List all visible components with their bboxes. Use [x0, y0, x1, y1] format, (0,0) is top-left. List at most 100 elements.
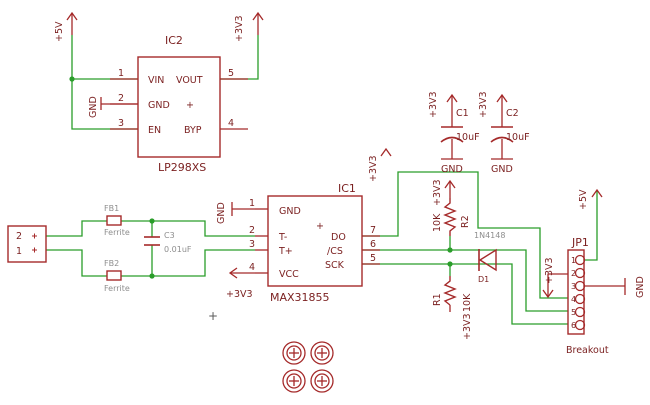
- ic2-value: LP298XS: [158, 161, 206, 174]
- c1-plate-bot: [440, 136, 464, 143]
- ic1-pin5-num: 5: [370, 253, 376, 264]
- ic1-pin3-name: T+: [278, 246, 293, 257]
- ic2-pin5-num: 5: [228, 68, 234, 79]
- fb2-body: [106, 270, 122, 281]
- d1-value: 1N4148: [474, 231, 505, 240]
- r2-name: R2: [460, 215, 471, 228]
- jp1-pin-pad: [574, 267, 586, 279]
- capacitor-c2[interactable]: C2 10uF: [490, 108, 530, 143]
- connector-pin-marks: [32, 233, 37, 253]
- ic1-pin5-name: SCK: [325, 260, 345, 271]
- ic2-regulator[interactable]: IC2 LP298XS 1 2 3 5 4 VIN VOUT GND + EN …: [110, 34, 248, 174]
- ic2-pin4-name: BYP: [184, 125, 202, 136]
- label-gnd-c2: GND: [491, 164, 513, 175]
- wire-jp1-5v: [584, 190, 598, 261]
- jp1-pin-number: 1: [571, 256, 576, 265]
- ic2-pin4-num: 4: [228, 118, 234, 129]
- wires: [46, 35, 598, 325]
- jp1-name: JP1: [571, 236, 589, 249]
- origin-cross: +: [208, 309, 218, 323]
- ic1-body: [267, 195, 363, 287]
- jp1-pin-pad: [574, 293, 586, 305]
- c3-name: C3: [164, 231, 175, 240]
- ic1-max31855[interactable]: IC1 MAX31855 1 2 3 4 7 6 5 GND + T- T+ V…: [249, 182, 380, 304]
- jp1-pin[interactable]: 4: [571, 293, 586, 305]
- junction-fb2: [149, 273, 155, 279]
- ic1-plus: +: [316, 221, 324, 232]
- jp1-pin[interactable]: 2: [571, 267, 586, 279]
- resistor-r2[interactable]: R2 10K: [432, 198, 471, 236]
- ic1-pin6-name: /CS: [327, 246, 343, 257]
- c2-plate-bot: [490, 136, 514, 143]
- label-3v3-r2: +3V3: [432, 179, 443, 206]
- ic1-name: IC1: [338, 182, 356, 195]
- ic1-pin2-name: T-: [278, 232, 287, 243]
- label-3v3-do: +3V3: [368, 155, 379, 182]
- c1-value: 10uF: [456, 132, 480, 143]
- ic2-pin-lines: [110, 78, 248, 130]
- ic1-pin-lines: [255, 208, 380, 274]
- jp1-pin-number: 5: [571, 308, 576, 317]
- diode-d1[interactable]: 1N4148 D1: [474, 231, 505, 284]
- jp1-pin-pad: [574, 280, 586, 292]
- ic2-plus: +: [186, 100, 194, 111]
- fb1-body: [106, 215, 122, 226]
- d1-name: D1: [478, 275, 489, 284]
- wire-sck: [362, 263, 568, 325]
- r2-zigzag: [443, 198, 457, 236]
- wire-fb2-t+: [121, 249, 255, 277]
- junctions: [69, 76, 453, 279]
- capacitor-c1[interactable]: C1 10uF: [440, 108, 480, 143]
- wire-conn2-fb1: [46, 220, 107, 237]
- ic2-pin2-num: 2: [118, 93, 124, 104]
- jp1-pin-number: 2: [571, 269, 576, 278]
- label-3v3-c2: +3V3: [478, 91, 489, 118]
- ic1-pin3-num: 3: [249, 239, 255, 250]
- thermocouple-connector[interactable]: 2 1: [7, 225, 47, 263]
- jp1-pin-pad: [574, 306, 586, 318]
- ic2-pin1-num: 1: [118, 68, 124, 79]
- ic1-pin4-name: VCC: [279, 269, 299, 280]
- ic2-pin3-name: EN: [148, 125, 161, 136]
- mounting-holes: [282, 341, 334, 393]
- ferrite-fb2[interactable]: FB2 Ferrite: [104, 259, 130, 293]
- label-3v3-vcc: +3V3: [226, 289, 253, 300]
- c3-value: 0.01uF: [164, 245, 192, 254]
- jp1-pin[interactable]: 6: [571, 319, 586, 331]
- r1-value: 10K: [462, 293, 473, 312]
- jp1-pin[interactable]: 3: [571, 280, 586, 292]
- ic1-pin2-num: 2: [249, 225, 255, 236]
- jp1-pin-number: 3: [571, 282, 576, 291]
- c2-name: C2: [506, 108, 519, 119]
- ferrite-fb1[interactable]: FB1 Ferrite: [104, 204, 130, 237]
- wire-do: [362, 171, 568, 299]
- label-gnd-c1: GND: [441, 164, 463, 175]
- arrow-3v3-do: [380, 147, 392, 157]
- ic1-value: MAX31855: [270, 291, 330, 304]
- jp1-pin-pad: [574, 319, 586, 331]
- wire-fb1-t-: [121, 220, 255, 237]
- junction-en: [69, 76, 75, 82]
- label-gnd-jp1: GND: [635, 276, 646, 298]
- jp1-pin-pad: [574, 254, 586, 266]
- supply-symbols: [66, 11, 626, 312]
- jp1-pin-number: 6: [571, 321, 576, 330]
- jp1-pin-number: 4: [571, 295, 576, 304]
- jp1-pin[interactable]: 1: [571, 254, 586, 266]
- jp1-pin[interactable]: 5: [571, 306, 586, 318]
- ic1-pin6-num: 6: [370, 239, 376, 250]
- ic1-pin1-name: GND: [279, 206, 301, 217]
- label-3v3-ic2: +3V3: [234, 15, 245, 42]
- resistor-r1[interactable]: R1 10K: [432, 276, 473, 312]
- label-3v3-jp1: +3V3: [544, 257, 555, 284]
- wire-cs: [362, 249, 568, 312]
- label-5v-jp1: +5V: [578, 189, 589, 210]
- junction-cs: [447, 247, 453, 253]
- ic1-pin7-num: 7: [370, 225, 376, 236]
- label-gnd-ic1: GND: [216, 202, 227, 224]
- ic2-pin1-name: VIN: [148, 75, 164, 86]
- capacitor-c3[interactable]: C3 0.01uF: [144, 231, 192, 254]
- junction-sck: [447, 261, 453, 267]
